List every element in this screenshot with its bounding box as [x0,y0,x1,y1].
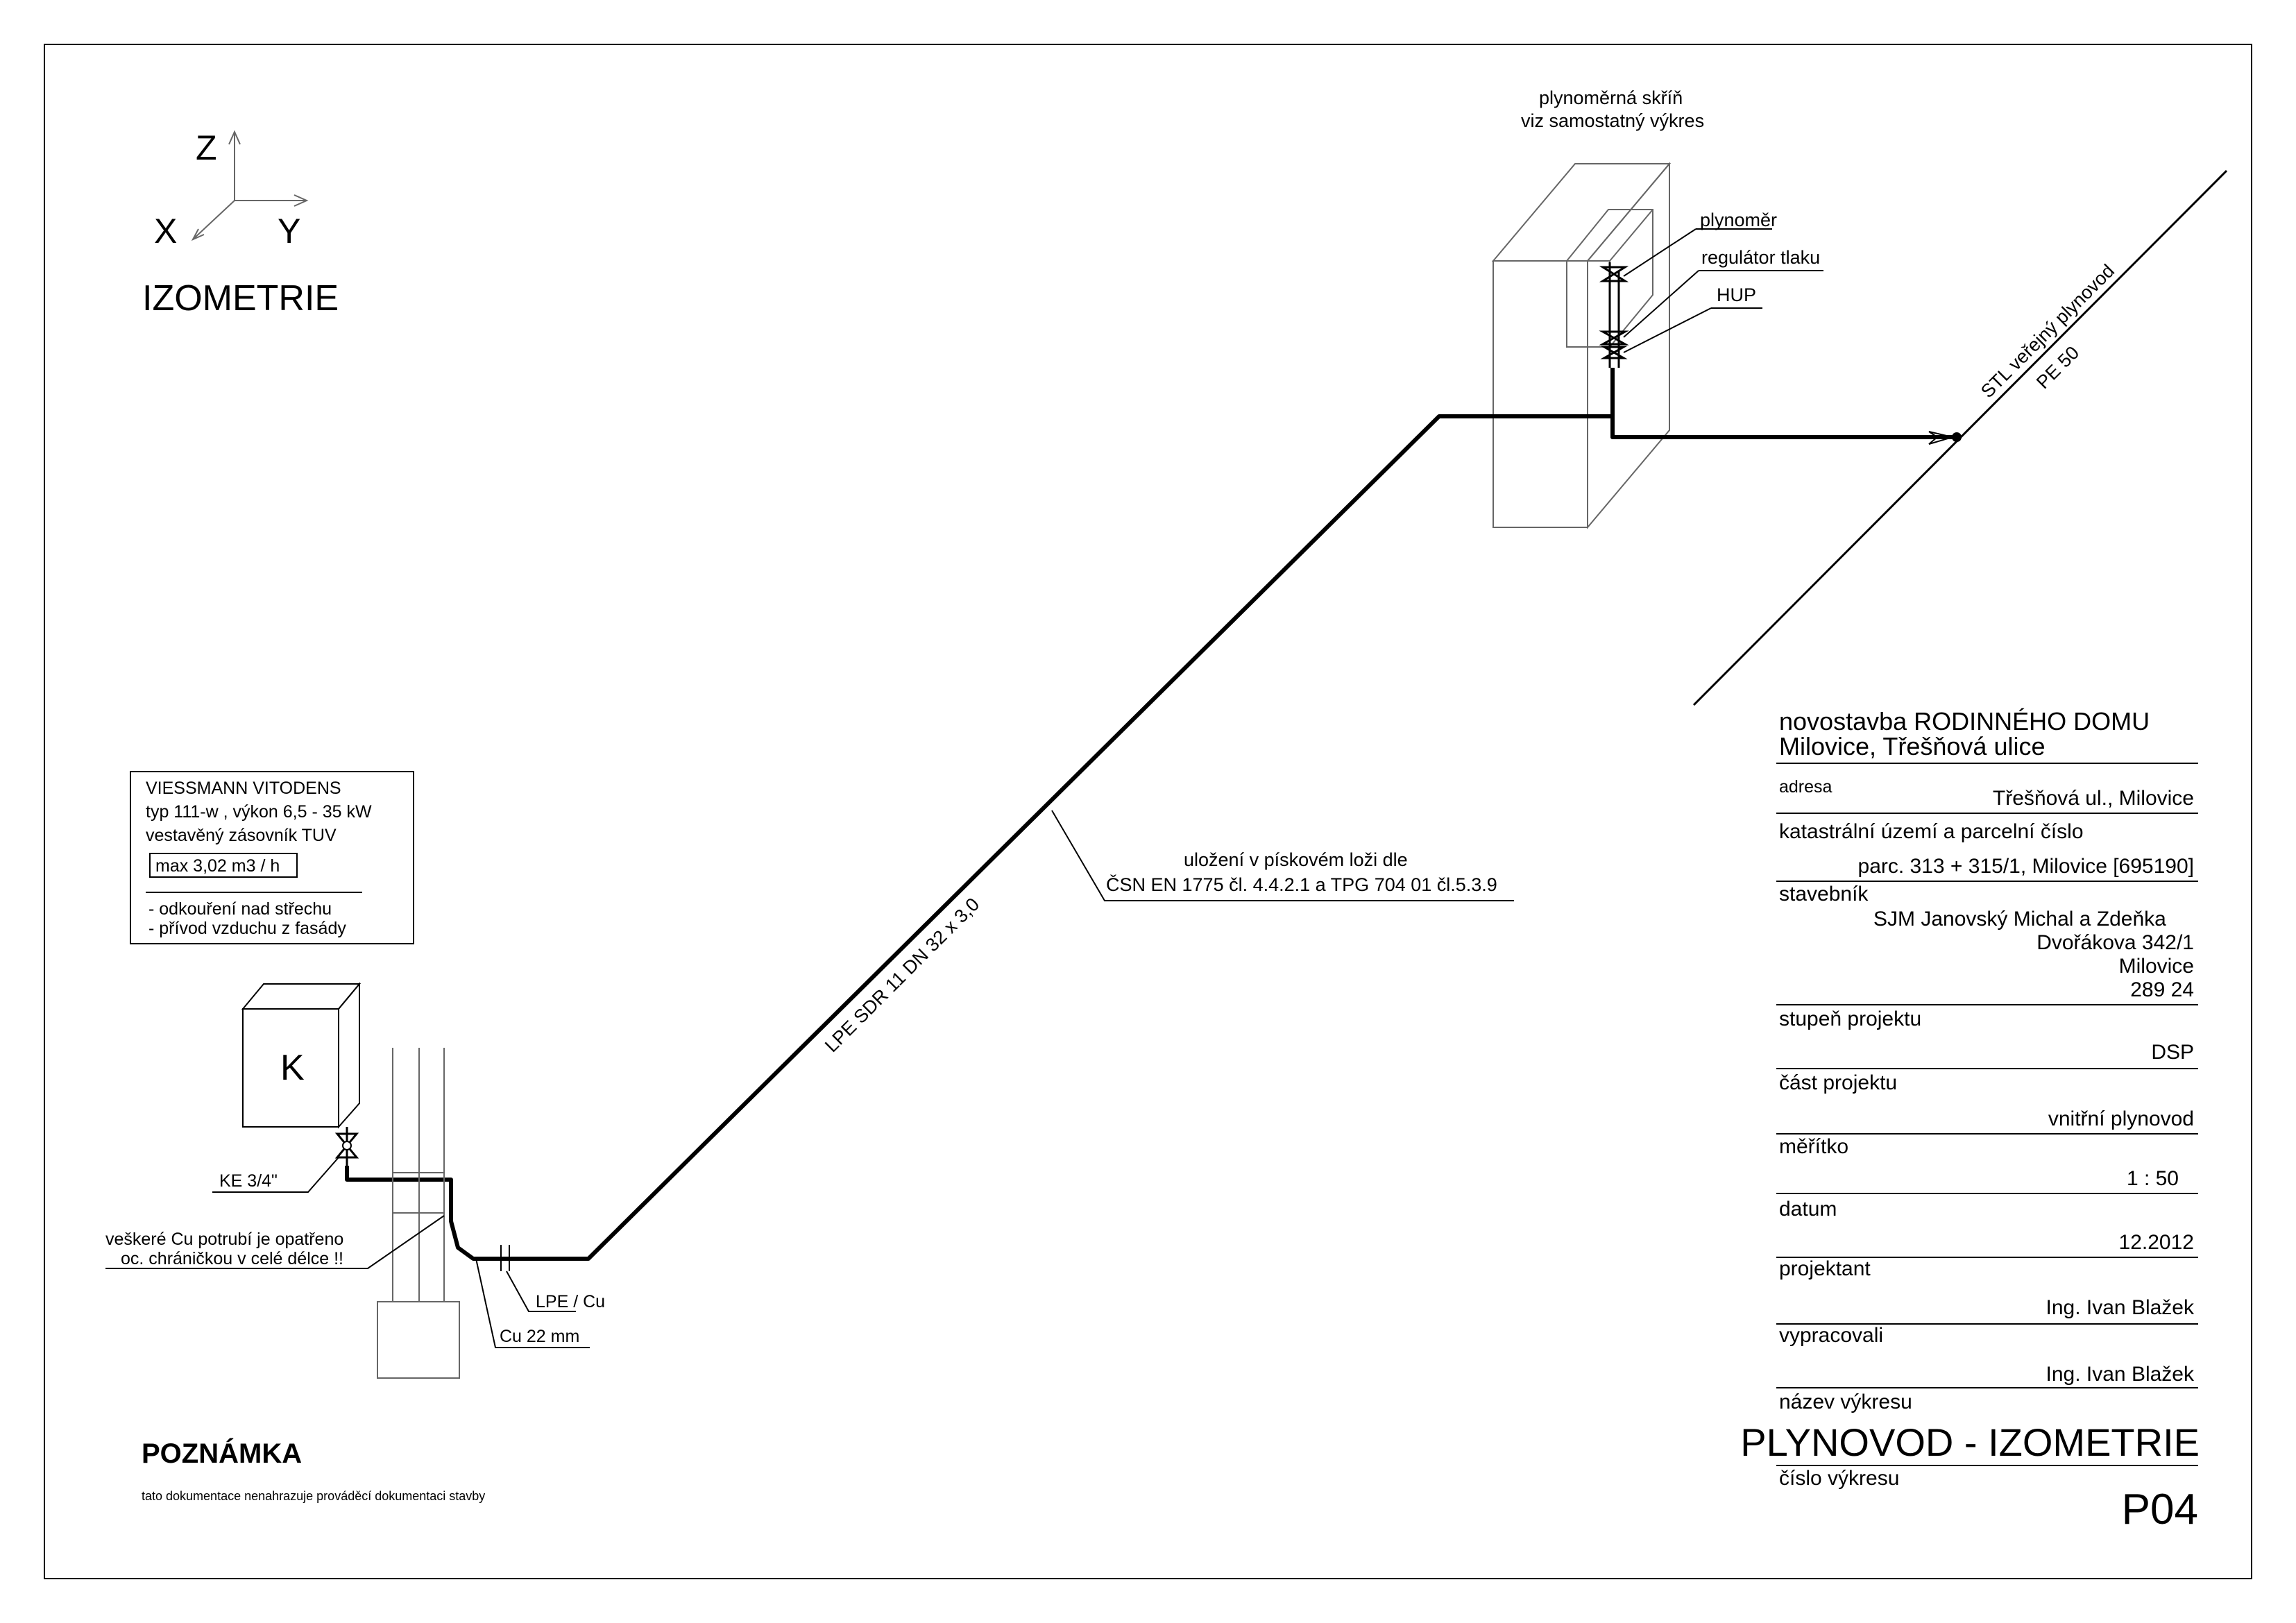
boiler-note2: - přívod vzduchu z fasády [148,919,346,938]
cu-note-leader [105,1215,445,1269]
tb-designer-value: Ing. Ivan Blažek [2046,1296,2195,1319]
bedding-note-line1: uložení v pískovém loži dle [1184,849,1408,870]
meter-label: plynoměr [1700,210,1777,230]
tb-builder-line4: 289 24 [2130,978,2194,1001]
tb-cadastre-value: parc. 313 + 315/1, Milovice [695190] [1858,855,2194,878]
boiler-spec-line1: VIESSMANN VITODENS [146,779,341,798]
tb-drawing-no-label: číslo výkresu [1779,1467,1899,1490]
axis-y-label: Y [278,212,300,250]
axis-x-label: X [154,212,177,250]
boiler-spec-box [130,771,414,944]
tb-scale-value: 1 : 50 [2127,1167,2179,1190]
tb-drawing-no: P04 [2122,1486,2198,1533]
title-block [1776,763,2198,1466]
tb-part-label: část projektu [1779,1071,1897,1094]
tb-stage-label: stupeň projektu [1779,1008,1921,1030]
tb-builder-line2: Dvořákova 342/1 [2036,931,2194,954]
chimney-shaft [377,1048,460,1379]
tb-drawing-name-label: název výkresu [1779,1391,1912,1413]
tb-builder-line1: SJM Janovský Michal a Zdeňka [1873,908,2166,931]
boiler-spec-line3: vestavěný zásovník TUV [146,826,337,845]
note-text: tato dokumentace nenahrazuje prováděcí d… [142,1489,485,1503]
axis-indicator: Z X Y [154,128,309,250]
boiler-symbol: K [280,1048,305,1088]
tb-date-label: datum [1779,1198,1837,1221]
tb-designer-label: projektant [1779,1257,1871,1280]
tb-address-label: adresa [1779,777,1832,797]
cu-note-line2: oc. chráničkou v celé délce !! [121,1249,343,1268]
tb-drawn-value: Ing. Ivan Blažek [2046,1363,2195,1386]
cu22-leader [475,1258,590,1348]
ke-leader [212,1157,339,1193]
ke-label: KE 3/4" [219,1171,278,1191]
bedding-note-line2: ČSN EN 1775 čl. 4.4.2.1 a TPG 704 01 čl.… [1106,874,1497,895]
note-heading: POZNÁMKA [142,1438,302,1469]
flow-rate-box [149,853,298,878]
axis-z-label: Z [196,128,217,167]
cu22-label: Cu 22 mm [500,1327,579,1346]
meter-cabinet [1491,162,1672,529]
lpe-cu-label: LPE / Cu [536,1292,605,1311]
tb-cadastre-label: katastrální území a parcelní číslo [1779,820,2084,843]
flow-rate: max 3,02 m3 / h [155,856,280,876]
boiler-spec-line2: typ 111-w , výkon 6,5 - 35 kW [146,802,372,822]
hup-label: HUP [1717,284,1756,305]
tb-builder-line3: Milovice [2119,955,2194,978]
tap-point [1952,432,1962,442]
tb-project-line2: Milovice, Třešňová ulice [1779,732,2045,760]
tb-scale-label: měřítko [1779,1135,1848,1158]
bedding-note-leader [1051,810,1514,901]
drawing-frame [44,44,2252,1579]
tb-part-value: vnitřní plynovod [2048,1107,2194,1130]
lpe-cu-leader [506,1271,576,1312]
tb-drawing-name: PLYNOVOD - IZOMETRIE [1740,1420,2200,1464]
meter-fittings [1599,228,1823,368]
tb-project-line1: novostavba RODINNÉHO DOMU [1779,707,2150,736]
tb-stage-value: DSP [2151,1041,2194,1064]
tb-drawn-label: vypracovali [1779,1324,1883,1347]
boiler-note1: - odkouření nad střechu [148,899,332,919]
regulator-label: regulátor tlaku [1701,247,1820,268]
service-pipe [1610,368,1953,439]
boiler-unit [241,982,362,1129]
ball-valve [334,1127,359,1166]
cu-note-line1: veškeré Cu potrubí je opatřeno [105,1230,343,1249]
main-pipe-label: LPE SDR 11 DN 32 x 3,0 [821,894,983,1056]
tb-builder-label: stavebník [1779,883,1869,906]
tap-arrow [1928,431,1955,445]
main-gas-pipe [345,368,1615,1261]
tb-address-value: Třešňová ul., Milovice [1993,787,2194,810]
cabinet-label-line2: viz samostatný výkres [1521,110,1704,131]
tb-date-value: 12.2012 [2119,1231,2194,1254]
drawing-type-title: IZOMETRIE [142,278,339,318]
cabinet-label-line1: plynoměrná skříň [1539,87,1683,108]
